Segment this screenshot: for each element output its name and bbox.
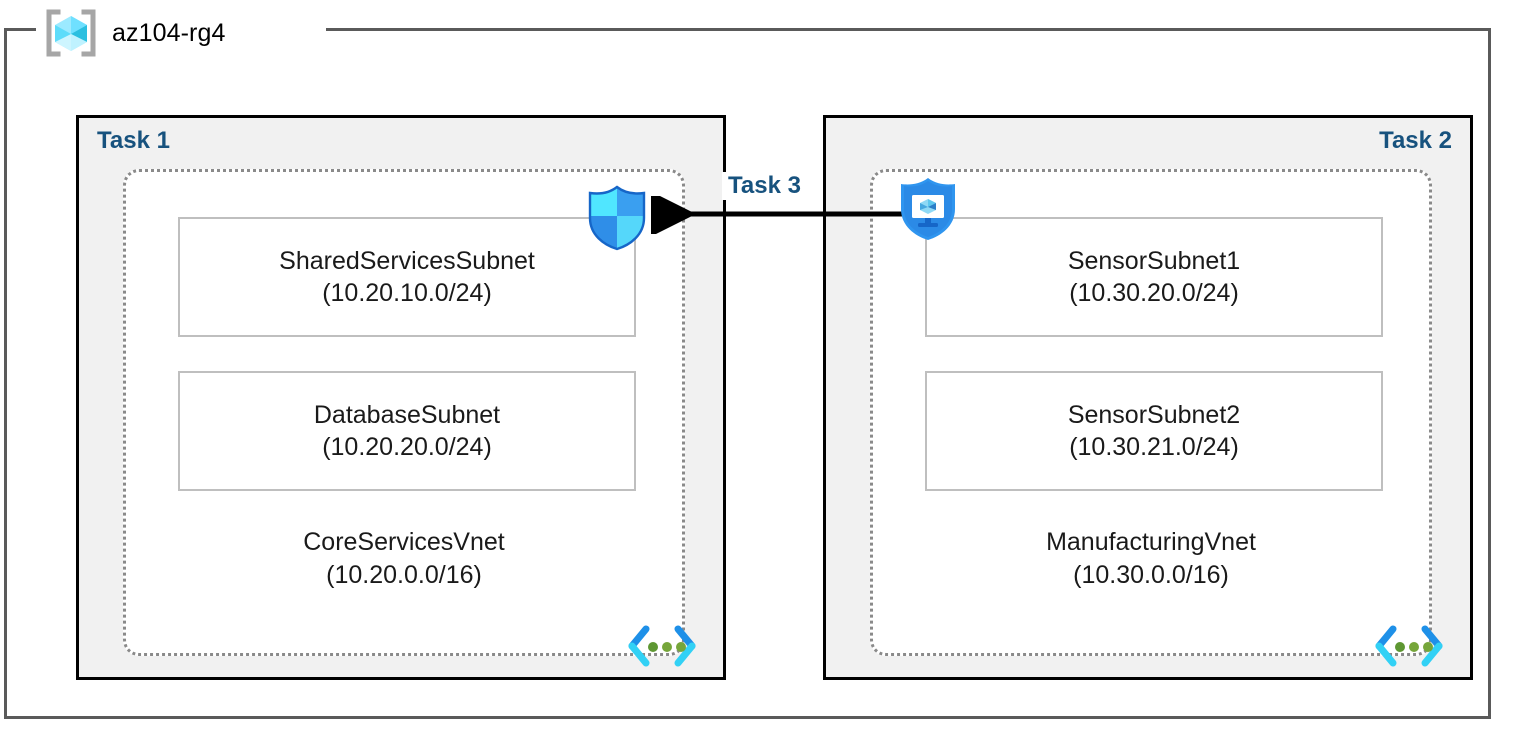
vnet-cidr: (10.30.0.0/16) bbox=[1073, 560, 1229, 589]
task-3-label: Task 3 bbox=[722, 172, 807, 200]
subnet-name: DatabaseSubnet bbox=[313, 400, 501, 429]
subnet-cidr: (10.20.10.0/24) bbox=[322, 279, 492, 307]
vnet-caption: CoreServicesVnet (10.20.0.0/16) bbox=[126, 527, 682, 590]
subnet-shared-services[interactable]: SharedServicesSubnet (10.20.10.0/24) bbox=[178, 217, 636, 337]
vnet-name: ManufacturingVnet bbox=[1046, 528, 1256, 556]
subnet-name: SensorSubnet2 bbox=[1067, 400, 1241, 429]
task-1-label: Task 1 bbox=[97, 127, 170, 154]
virtual-network-icon bbox=[628, 625, 696, 667]
subnet-cidr: (10.30.21.0/24) bbox=[1069, 433, 1239, 461]
vnet-manufacturing: SensorSubnet1 (10.30.20.0/24) SensorSubn… bbox=[870, 169, 1443, 667]
subnet-sensor-2[interactable]: SensorSubnet2 (10.30.21.0/24) bbox=[925, 371, 1383, 491]
task-2-label: Task 2 bbox=[1379, 127, 1452, 154]
resource-group-cube-icon bbox=[46, 9, 96, 57]
subnet-name: SharedServicesSubnet bbox=[279, 246, 535, 275]
firewall-shield-icon[interactable] bbox=[586, 185, 648, 251]
subnet-name: SensorSubnet1 bbox=[1067, 246, 1241, 275]
virtual-network-icon bbox=[1375, 625, 1443, 667]
subnet-cidr: (10.20.20.0/24) bbox=[322, 433, 492, 461]
vnet-cidr: (10.20.0.0/16) bbox=[326, 560, 482, 589]
resource-group-header: az104-rg4 bbox=[44, 8, 225, 58]
subnet-database[interactable]: DatabaseSubnet (10.20.20.0/24) bbox=[178, 371, 636, 491]
task-2-container: Task 2 SensorSubnet1 (10.30.20.0/24) Sen… bbox=[823, 115, 1473, 680]
vnet-core-services: SharedServicesSubnet (10.20.10.0/24) Dat… bbox=[123, 169, 696, 667]
vnet-caption: ManufacturingVnet (10.30.0.0/16) bbox=[873, 527, 1429, 590]
subnet-sensor-1[interactable]: SensorSubnet1 (10.30.20.0/24) bbox=[925, 217, 1383, 337]
resource-group-name: az104-rg4 bbox=[112, 18, 226, 47]
task-3-connector-arrow bbox=[651, 196, 902, 234]
subnet-cidr: (10.30.20.0/24) bbox=[1069, 279, 1239, 307]
resource-group-frame bbox=[4, 28, 1491, 719]
network-security-group-shield-icon[interactable] bbox=[897, 176, 959, 242]
vnet-name: CoreServicesVnet bbox=[303, 528, 505, 556]
